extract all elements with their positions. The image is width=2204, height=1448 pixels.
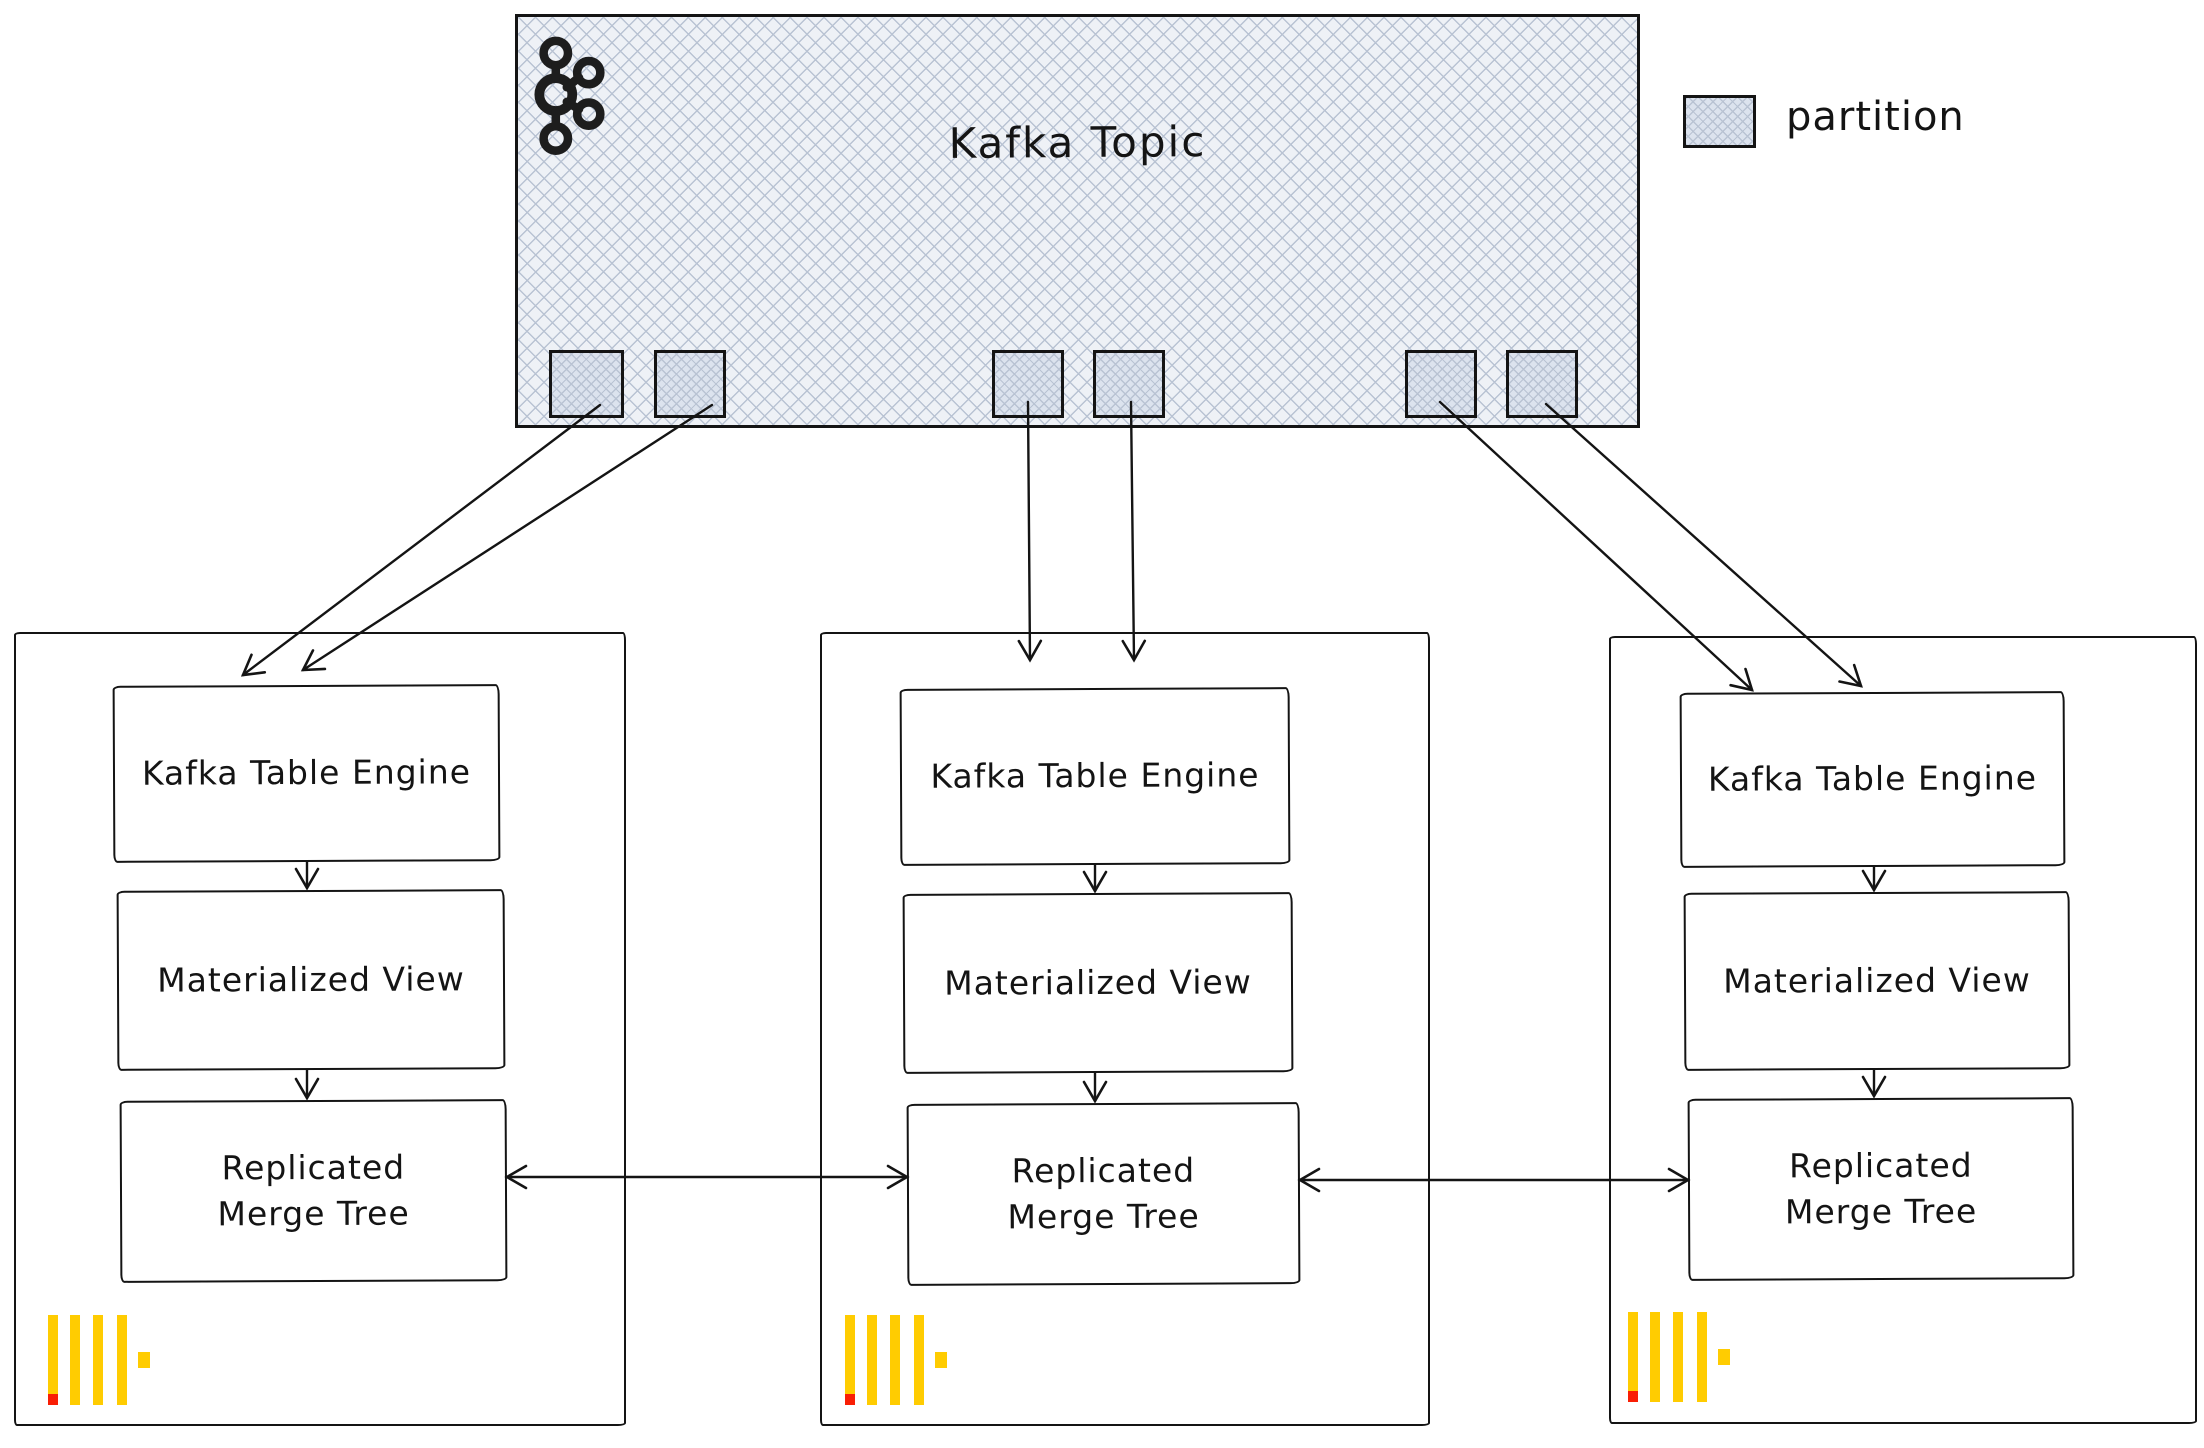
replicated-merge-tree-box-2: Replicated Merge Tree (906, 1102, 1301, 1286)
replicated-merge-tree-label-2: Replicated Merge Tree (1007, 1150, 1200, 1237)
partition-box-4 (1093, 350, 1165, 418)
materialized-view-box-1: Materialized View (116, 889, 506, 1071)
partition-box-1 (549, 350, 624, 418)
kafka-logo-icon (531, 36, 605, 158)
kafka-table-engine-label-2: Kafka Table Engine (930, 755, 1260, 797)
legend-partition-swatch (1683, 95, 1756, 148)
replicated-merge-tree-box-3: Replicated Merge Tree (1687, 1097, 2075, 1281)
kafka-table-engine-box-2: Kafka Table Engine (899, 687, 1291, 866)
partition-box-5 (1405, 350, 1477, 418)
clickhouse-logo-icon-1 (48, 1315, 150, 1405)
arrow-partition2-to-node1 (300, 403, 714, 672)
replicated-merge-tree-label-1: Replicated Merge Tree (217, 1147, 410, 1234)
clickhouse-logo-icon-3 (1628, 1312, 1730, 1402)
legend-partition-label: partition (1786, 94, 1965, 140)
kafka-table-engine-label-1: Kafka Table Engine (141, 752, 472, 794)
arrow-partition4-to-node2 (1121, 400, 1147, 663)
materialized-view-label-2: Materialized View (944, 962, 1252, 1003)
partition-box-6 (1506, 350, 1578, 418)
replicated-merge-tree-box-1: Replicated Merge Tree (119, 1099, 508, 1283)
materialized-view-label-3: Materialized View (1723, 960, 2031, 1001)
materialized-view-box-3: Materialized View (1683, 891, 2071, 1071)
kafka-topic-title: Kafka Topic (948, 117, 1207, 168)
node-box-replica-2 (820, 632, 1430, 1426)
kafka-table-engine-box-1: Kafka Table Engine (112, 684, 501, 863)
partition-box-3 (992, 350, 1064, 418)
materialized-view-box-2: Materialized View (902, 892, 1294, 1074)
replicated-merge-tree-label-3: Replicated Merge Tree (1784, 1145, 1978, 1232)
clickhouse-logo-icon-2 (845, 1315, 947, 1405)
node-box-replica-3 (1609, 636, 2197, 1424)
kafka-table-engine-box-3: Kafka Table Engine (1679, 691, 2066, 868)
partition-box-2 (654, 350, 726, 418)
arrow-partition3-to-node2 (1017, 400, 1043, 663)
kafka-table-engine-label-3: Kafka Table Engine (1707, 758, 2038, 800)
materialized-view-label-1: Materialized View (157, 959, 465, 1000)
